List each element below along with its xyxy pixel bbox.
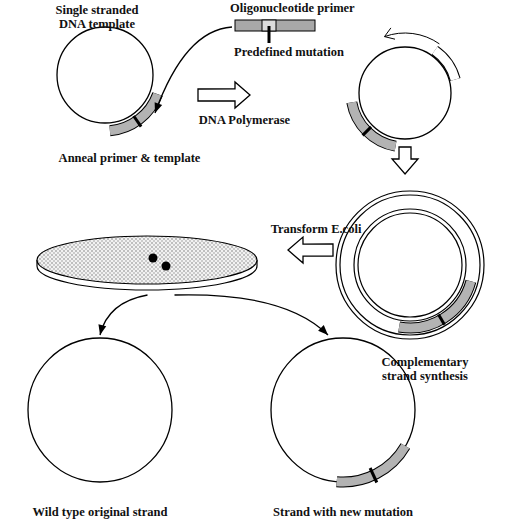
- ssdna-circle: [359, 47, 451, 139]
- mutation-tick: [134, 116, 141, 127]
- colony: [162, 262, 171, 271]
- inner-strand: [358, 213, 462, 317]
- template-circle: Single stranded DNA template: [55, 25, 155, 125]
- node-outline: [357, 45, 453, 141]
- mutation-tick: [370, 468, 377, 483]
- node-label: Oligonucleotide primer: [230, 1, 380, 15]
- node-label: Complementary strand synthesis: [370, 355, 480, 383]
- annealed-circle: [357, 45, 453, 141]
- curved-arrow: [175, 295, 329, 335]
- primer-end-box: [435, 50, 455, 79]
- block-arrow: [288, 237, 333, 263]
- node-outline: [335, 190, 485, 340]
- arrow-line: [155, 27, 232, 113]
- annealed-primer: [352, 102, 396, 146]
- arrow-line: [100, 295, 148, 335]
- wildtype-circle: Wild type original strand: [25, 335, 175, 485]
- outer-strand: [336, 191, 484, 339]
- node-outline: [25, 335, 175, 485]
- block-arrow: [198, 82, 250, 108]
- edge-label: Transform E.coli: [266, 222, 366, 236]
- mutant-circle: Strand with new mutation: [268, 335, 418, 485]
- primer-end-box-fill: [435, 50, 455, 79]
- node-label: Single stranded DNA template: [47, 3, 147, 31]
- primer-outline: [110, 94, 158, 131]
- block-arrow-shape: [288, 237, 333, 263]
- mutation-tick: [268, 26, 271, 43]
- curved-arrow: [98, 295, 147, 335]
- agar-surface: [37, 236, 257, 284]
- primer-outline: [399, 281, 471, 328]
- curved-arrow: [155, 27, 232, 113]
- primer-bar: Oligonucleotide primerPredefined mutatio…: [232, 0, 372, 60]
- incorporated-primer: [399, 281, 471, 328]
- block-arrow-shape: [392, 147, 418, 174]
- node-label: Predefined mutation: [234, 45, 369, 59]
- primer-outline: [337, 446, 406, 482]
- outer-strand: [340, 195, 480, 335]
- block-arrow-shape: [198, 82, 250, 108]
- edge-label: DNA Polymerase: [192, 113, 297, 127]
- edge-label: Anneal primer & template: [42, 151, 217, 165]
- plasmid-circle: [28, 338, 172, 482]
- arrow-head: [155, 102, 163, 113]
- petri-dish: [35, 230, 260, 295]
- node-label: Strand with new mutation: [248, 505, 438, 519]
- mutation-tick: [439, 314, 445, 324]
- node-outline: [35, 230, 260, 295]
- ssdna-circle: [57, 27, 153, 123]
- node-outline: [55, 25, 155, 125]
- node-label: Wild type original strand: [0, 505, 200, 519]
- dsdna-circle: Complementary strand synthesis: [335, 190, 485, 340]
- primer-body: [235, 20, 315, 31]
- mutation-tick: [363, 127, 372, 135]
- arrow-head: [318, 325, 328, 335]
- extension-arrowhead: [385, 28, 396, 39]
- annealed-primer: [110, 94, 158, 131]
- arrow-line: [175, 295, 329, 335]
- block-arrow: [392, 147, 418, 174]
- plasmid-circle: [271, 338, 415, 482]
- mutant-segment: [337, 446, 406, 482]
- primer-outline: [352, 102, 396, 146]
- inner-strand: [354, 209, 466, 321]
- arrow-head: [98, 324, 106, 335]
- colony: [149, 254, 158, 263]
- node-outline: [268, 335, 418, 485]
